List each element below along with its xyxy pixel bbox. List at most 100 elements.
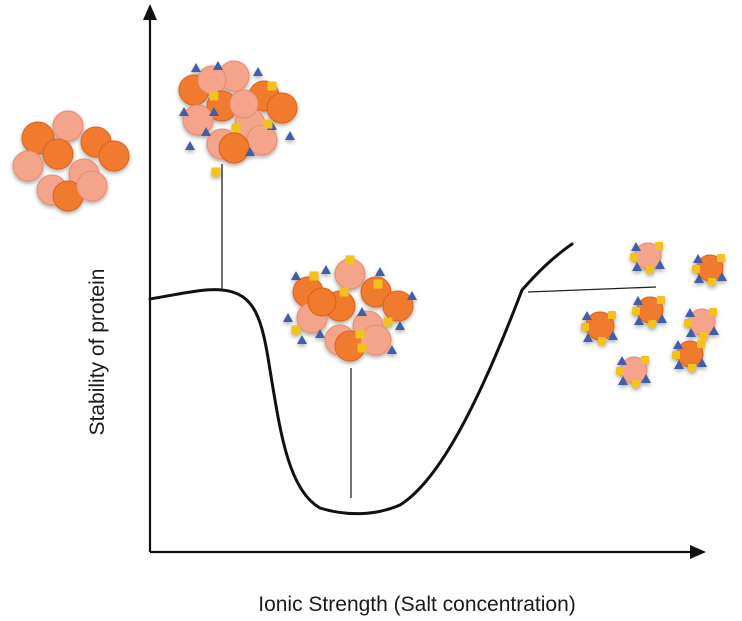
cation-square-icon bbox=[709, 308, 717, 316]
protein-icon bbox=[218, 132, 250, 164]
anion-triangle-icon bbox=[209, 107, 219, 116]
protein-icon bbox=[197, 65, 227, 95]
cation-square-icon bbox=[616, 367, 624, 375]
x-axis-label: Ionic Strength (Salt concentration) bbox=[258, 593, 576, 616]
protein-icon bbox=[76, 170, 108, 202]
y-axis-label: Stability of protein bbox=[86, 269, 109, 436]
anion-triangle-icon bbox=[283, 313, 293, 322]
cation-square-icon bbox=[267, 81, 277, 91]
anion-triangle-icon bbox=[674, 360, 684, 369]
axes bbox=[143, 4, 706, 559]
shielded-protein bbox=[630, 242, 665, 274]
cation-square-icon bbox=[345, 255, 355, 265]
anion-triangle-icon bbox=[694, 274, 704, 283]
anion-triangle-icon bbox=[709, 326, 719, 335]
protein-icon bbox=[98, 140, 130, 172]
anion-triangle-icon bbox=[357, 307, 367, 316]
cation-square-icon bbox=[263, 119, 273, 129]
free-protein-aggregate bbox=[12, 110, 130, 212]
x-axis-arrow-icon bbox=[690, 545, 706, 559]
anion-triangle-icon bbox=[693, 254, 703, 263]
anion-triangle-icon bbox=[315, 329, 325, 338]
cation-square-icon bbox=[697, 340, 705, 348]
leader-lines bbox=[221, 164, 657, 498]
shielded-protein bbox=[692, 254, 727, 286]
minimum-stability-aggregate bbox=[283, 255, 417, 362]
anion-triangle-icon bbox=[179, 107, 189, 116]
cation-square-icon bbox=[641, 356, 649, 364]
cation-square-icon bbox=[309, 271, 319, 281]
cation-square-icon bbox=[648, 320, 656, 328]
shielded-protein bbox=[616, 356, 651, 388]
ion-shielded-dispersed-proteins bbox=[581, 242, 727, 388]
anion-triangle-icon bbox=[375, 267, 385, 276]
anion-triangle-icon bbox=[407, 291, 417, 300]
shielded-protein bbox=[672, 340, 707, 372]
anion-triangle-icon bbox=[285, 131, 295, 140]
anion-triangle-icon bbox=[583, 333, 593, 342]
stability-curve bbox=[148, 242, 574, 516]
cation-square-icon bbox=[708, 278, 716, 286]
protein-icon bbox=[360, 324, 392, 356]
anion-triangle-icon bbox=[685, 308, 695, 317]
anion-triangle-icon bbox=[634, 316, 644, 325]
shielded-protein bbox=[581, 311, 618, 345]
cation-square-icon bbox=[581, 323, 589, 331]
anion-triangle-icon bbox=[717, 272, 727, 281]
cation-square-icon bbox=[684, 319, 692, 327]
anion-triangle-icon bbox=[655, 260, 665, 269]
anion-triangle-icon bbox=[686, 328, 696, 337]
anion-triangle-icon bbox=[657, 314, 667, 323]
leader-line-salting-out bbox=[527, 286, 657, 293]
anion-triangle-icon bbox=[608, 331, 618, 340]
cation-square-icon bbox=[383, 317, 393, 327]
protein-icon bbox=[52, 110, 84, 142]
anion-triangle-icon bbox=[321, 265, 331, 274]
anion-triangle-icon bbox=[633, 296, 643, 305]
cation-square-icon bbox=[231, 123, 241, 133]
protein-groups bbox=[12, 60, 727, 388]
shielded-protein bbox=[684, 308, 719, 340]
anion-triangle-icon bbox=[632, 262, 642, 271]
protein-icon bbox=[307, 287, 337, 317]
anion-triangle-icon bbox=[673, 340, 683, 349]
protein-icon bbox=[266, 92, 298, 124]
anion-triangle-icon bbox=[253, 67, 263, 76]
anion-triangle-icon bbox=[617, 356, 627, 365]
cation-square-icon bbox=[598, 337, 606, 345]
protein-icon bbox=[229, 89, 259, 119]
cation-square-icon bbox=[211, 167, 221, 177]
cation-square-icon bbox=[355, 329, 365, 339]
anion-triangle-icon bbox=[387, 345, 397, 354]
anion-triangle-icon bbox=[245, 147, 255, 156]
protein-icon bbox=[42, 138, 74, 170]
cation-square-icon bbox=[608, 311, 616, 319]
cation-square-icon bbox=[209, 91, 219, 101]
cation-square-icon bbox=[692, 265, 700, 273]
anion-triangle-icon bbox=[618, 376, 628, 385]
anion-triangle-icon bbox=[213, 61, 223, 70]
protein-icon bbox=[182, 104, 214, 136]
cation-square-icon bbox=[688, 364, 696, 372]
anion-triangle-icon bbox=[395, 321, 405, 330]
protein-icon bbox=[12, 150, 44, 182]
anion-triangle-icon bbox=[185, 141, 195, 150]
anion-triangle-icon bbox=[297, 335, 307, 344]
cation-square-icon bbox=[717, 254, 725, 262]
cation-square-icon bbox=[700, 332, 708, 340]
anion-triangle-icon bbox=[631, 242, 641, 251]
cation-square-icon bbox=[632, 307, 640, 315]
cation-square-icon bbox=[357, 343, 367, 353]
salting-in-aggregate bbox=[178, 60, 298, 177]
cation-square-icon bbox=[632, 380, 640, 388]
anion-triangle-icon bbox=[201, 127, 211, 136]
cation-square-icon bbox=[373, 279, 383, 289]
cation-square-icon bbox=[657, 296, 665, 304]
anion-triangle-icon bbox=[697, 358, 707, 367]
cation-square-icon bbox=[672, 351, 680, 359]
cation-square-icon bbox=[291, 325, 301, 335]
anion-triangle-icon bbox=[191, 63, 201, 72]
anion-triangle-icon bbox=[291, 271, 301, 280]
cation-square-icon bbox=[630, 253, 638, 261]
